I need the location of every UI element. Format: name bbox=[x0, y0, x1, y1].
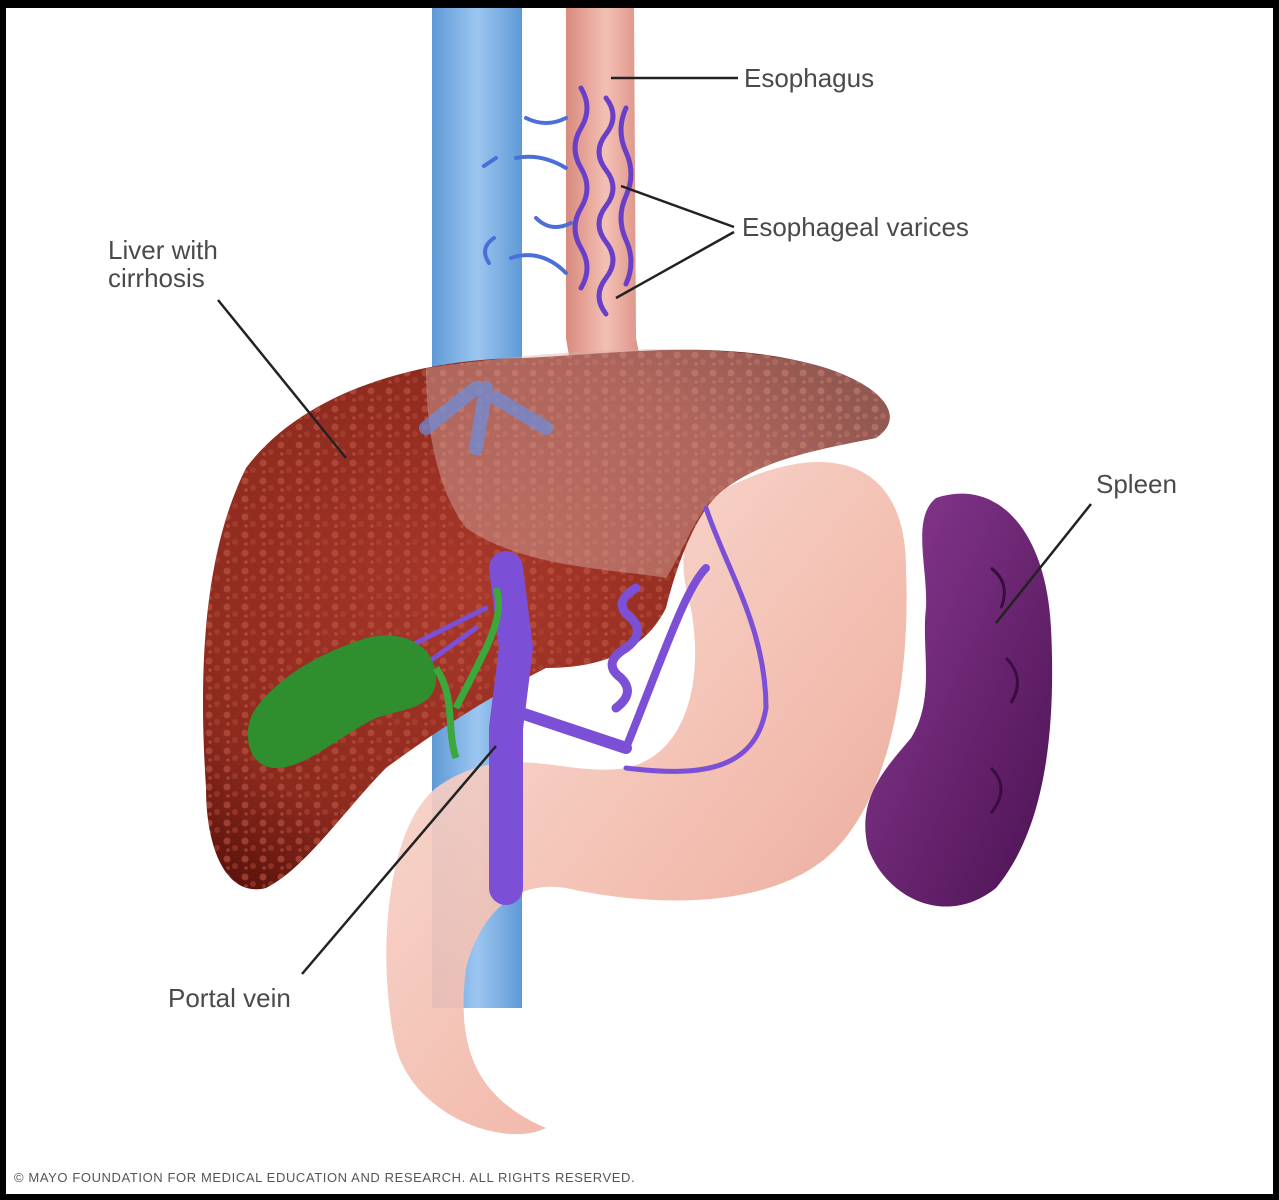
liver-nodules bbox=[202, 349, 890, 890]
label-liver-with-cirrhosis: Liver with cirrhosis bbox=[108, 236, 258, 292]
esophageal-varices bbox=[482, 85, 634, 317]
liver-translucent-lobe bbox=[426, 349, 890, 578]
gallbladder bbox=[247, 635, 436, 768]
stomach bbox=[386, 462, 907, 1135]
label-esophageal-varices: Esophageal varices bbox=[742, 212, 969, 242]
illustration-frame: Esophagus Esophageal varices Liver with … bbox=[6, 8, 1273, 1194]
label-liver-text: Liver with cirrhosis bbox=[108, 235, 218, 293]
copyright-notice: © MAYO FOUNDATION FOR MEDICAL EDUCATION … bbox=[14, 1170, 636, 1185]
hepatic-veins bbox=[419, 381, 553, 455]
label-spleen: Spleen bbox=[1096, 469, 1177, 499]
bile-duct bbox=[433, 586, 503, 760]
label-esophagus: Esophagus bbox=[744, 63, 875, 93]
label-portal-vein: Portal vein bbox=[168, 983, 291, 1013]
anatomy-illustration bbox=[202, 8, 1092, 1135]
spleen-ridges bbox=[989, 566, 1019, 814]
leader-lines bbox=[217, 76, 1092, 975]
